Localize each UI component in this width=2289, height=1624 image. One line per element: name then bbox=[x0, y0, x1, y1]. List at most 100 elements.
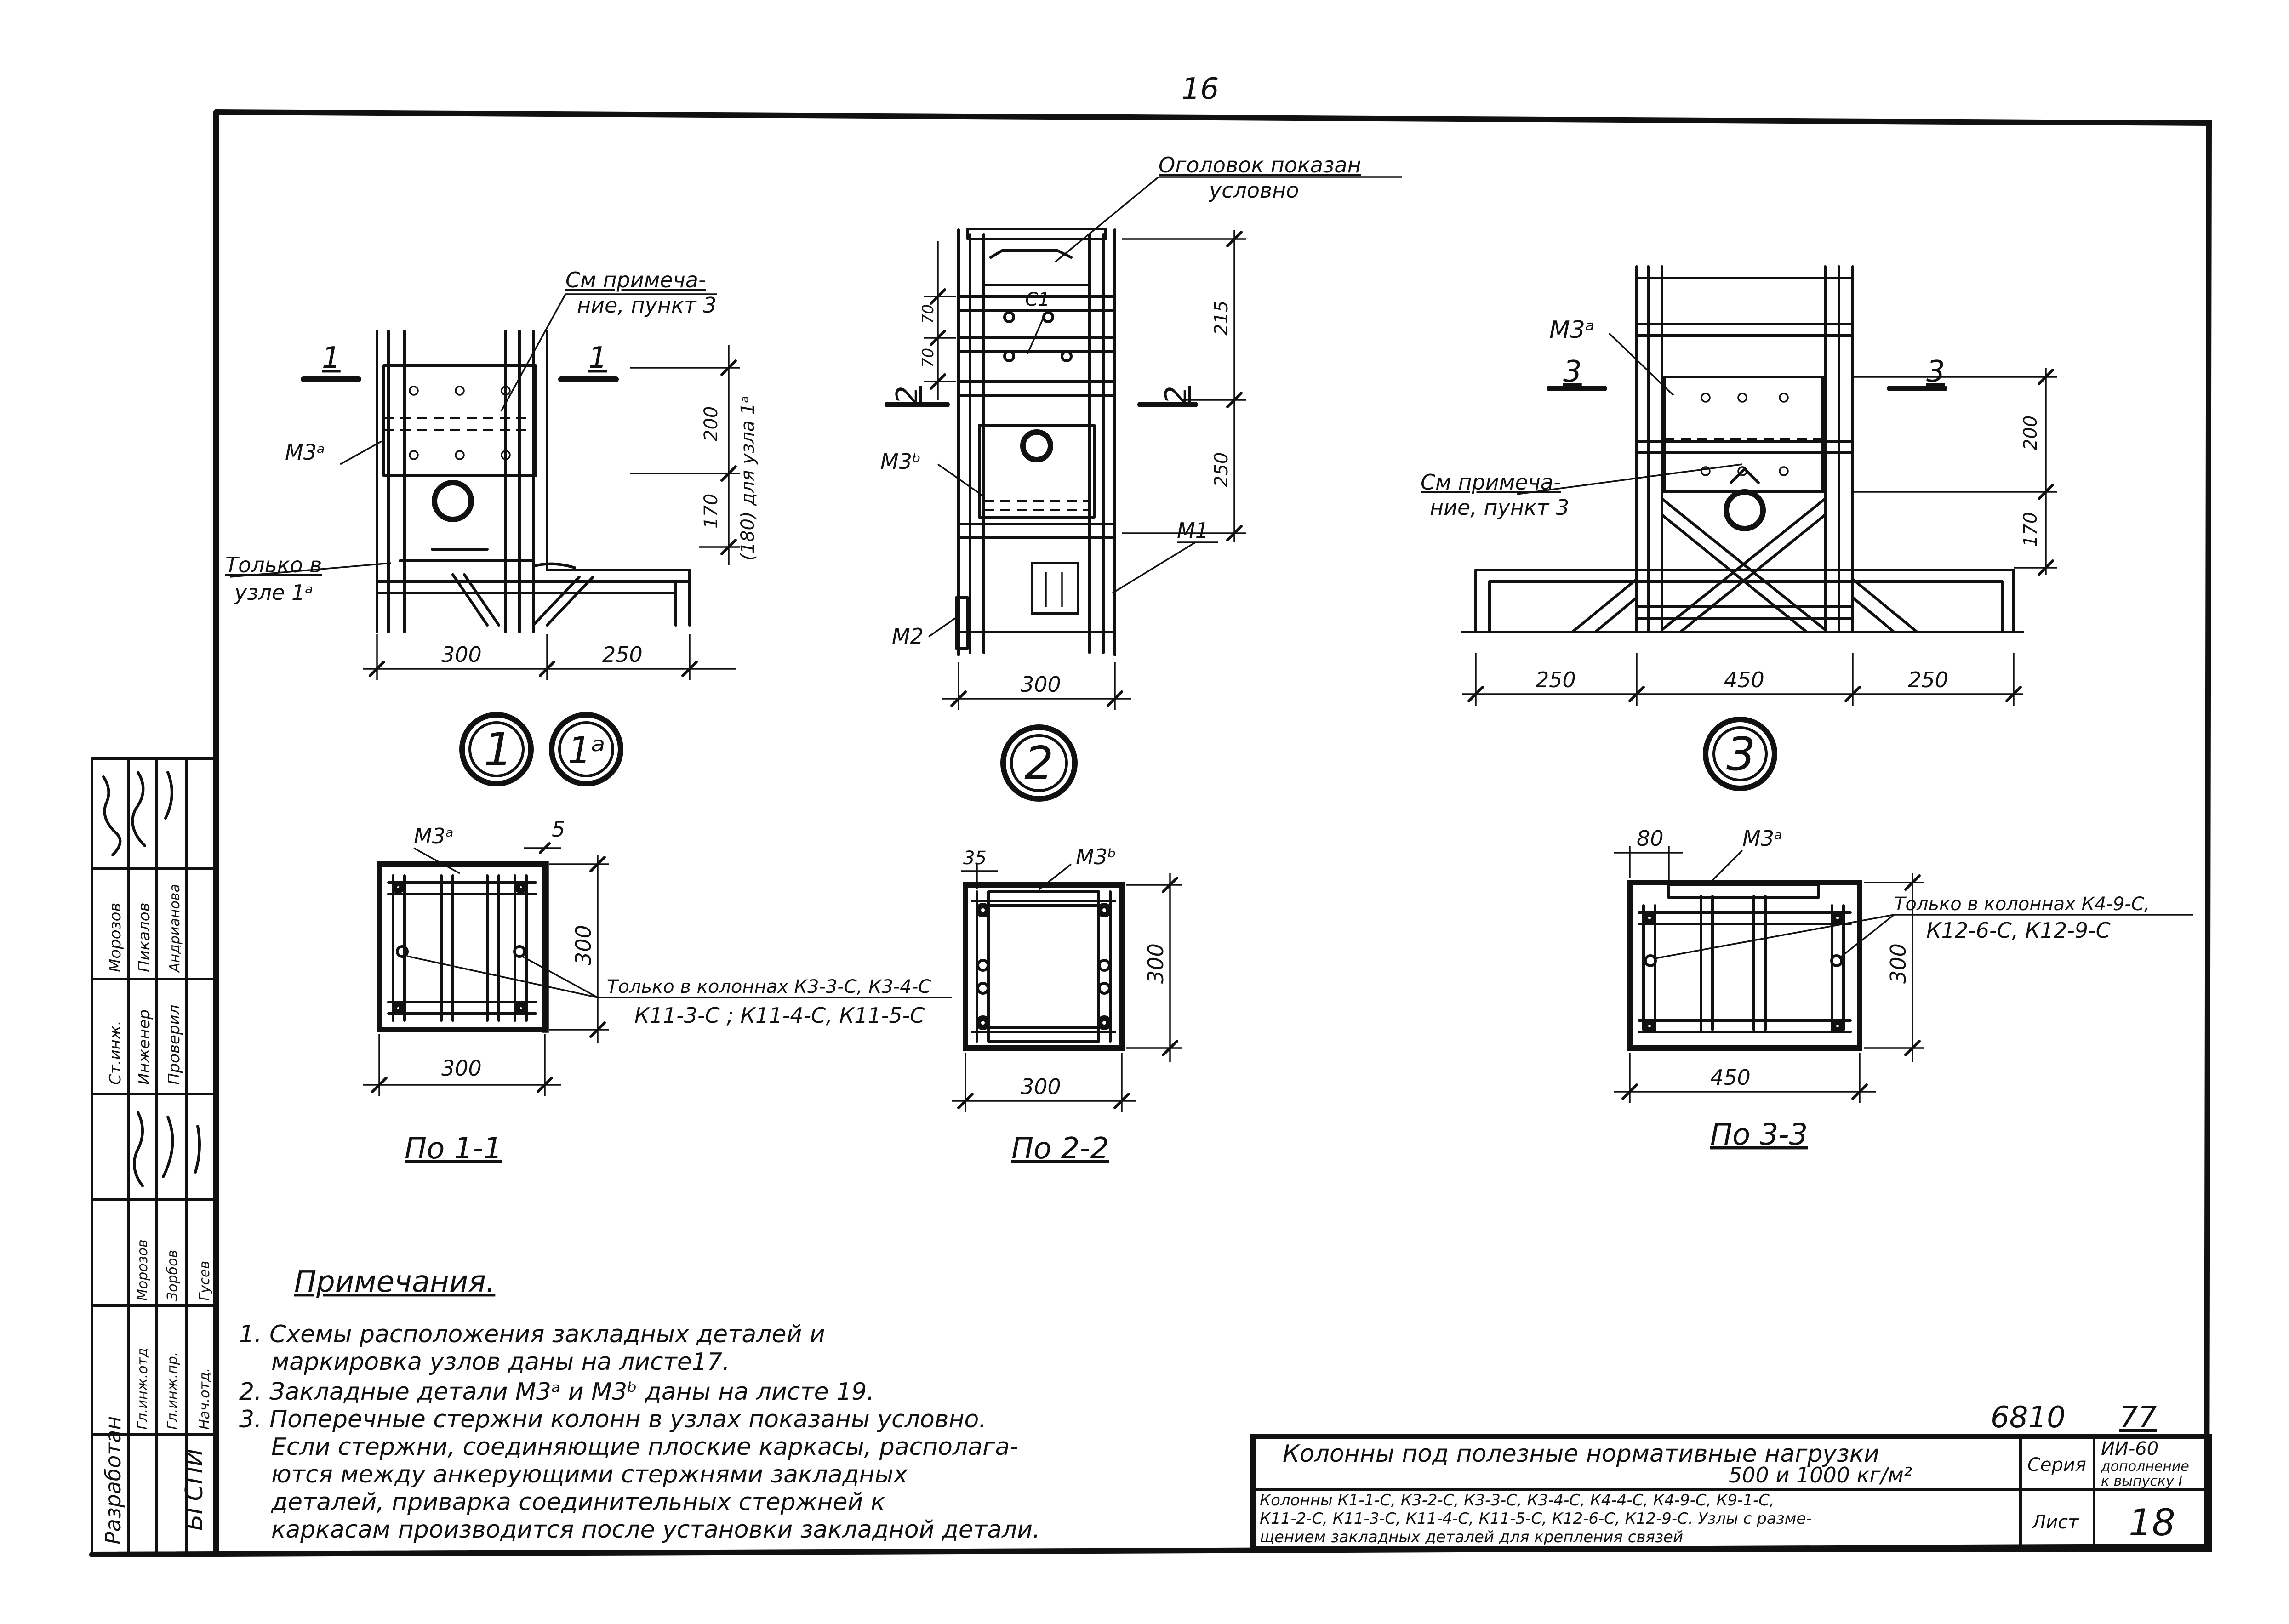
strip-developed: Разработан bbox=[101, 1416, 126, 1544]
section-mark-3-right: 3 bbox=[1926, 355, 1945, 389]
dim-300-node2: 300 bbox=[1021, 672, 1061, 697]
note-line-6: ются между анкерующими стержнями закладн… bbox=[271, 1461, 908, 1488]
node-circle-1 bbox=[459, 712, 534, 786]
section-mark-3-left: 3 bbox=[1563, 355, 1582, 389]
sig-role-2: Гл.инж.пр. bbox=[165, 1352, 181, 1430]
node-1-drawing bbox=[229, 293, 740, 680]
dim-35-view2: 35 bbox=[963, 848, 987, 869]
label-m3a-node1: М3ᵃ bbox=[285, 440, 325, 465]
title-code: 6810 bbox=[1991, 1401, 2066, 1435]
signature-strip bbox=[91, 757, 217, 1555]
callout-see-note-1b: ние, пункт 3 bbox=[577, 293, 716, 318]
callout-only-cols-b1: Только в колоннах К4-9-С, bbox=[1894, 894, 2150, 915]
view-3-3-drawing bbox=[1614, 846, 2193, 1103]
sig-role-3: Нач.отд. bbox=[197, 1368, 213, 1430]
side-name-1: Морозов bbox=[106, 903, 125, 972]
node-circle-1a bbox=[549, 712, 623, 786]
title-desc-2: К11-2-С, К11-3-С, К11-4-С, К11-5-С, К12-… bbox=[1260, 1510, 1812, 1528]
node-2-drawing bbox=[885, 176, 1402, 710]
title-line-1: Колонны под полезные нормативные нагрузк… bbox=[1283, 1440, 1879, 1468]
series-value-2: дополнение bbox=[2101, 1459, 2189, 1475]
callout-only-cols-b2: К12-6-С, К12-9-С bbox=[1926, 918, 2111, 943]
side-role-1: Ст.инж. bbox=[106, 1020, 125, 1085]
dim-300-node1: 300 bbox=[441, 642, 482, 667]
dim-215: 215 bbox=[1211, 301, 1232, 336]
sig-name-3: Гусев bbox=[197, 1261, 213, 1301]
callout-only-cols-a1: Только в колоннах К3-3-С, К3-4-С bbox=[607, 976, 931, 997]
side-role-3: Проверил bbox=[165, 1005, 183, 1085]
title-code-2: 77 bbox=[2119, 1401, 2157, 1435]
note-line-3: 2. Закладные детали М3ᵃ и М3ᵇ даны на ли… bbox=[239, 1378, 874, 1406]
dim-70-a: 70 bbox=[919, 304, 937, 324]
section-mark-1-right: 1 bbox=[588, 341, 607, 375]
note-line-1: 1. Схемы расположения закладных деталей … bbox=[239, 1321, 825, 1348]
callout-see-note-3b: ние, пункт 3 bbox=[1430, 495, 1569, 520]
section-mark-2-right: 2 bbox=[1159, 386, 1193, 405]
view-2-2-drawing bbox=[952, 863, 1182, 1112]
page-number: 16 bbox=[1182, 72, 1219, 106]
node-label-3: 3 bbox=[1726, 727, 1756, 781]
dim-node1a-note: (180) для узла 1ᵃ bbox=[737, 396, 759, 561]
node-label-1a: 1ᵃ bbox=[568, 729, 605, 772]
label-m3b-node2: М3ᵇ bbox=[880, 449, 921, 474]
title-desc-3: щением закладных деталей для крепления с… bbox=[1260, 1528, 1683, 1546]
label-m2: М2 bbox=[892, 624, 924, 649]
node-label-2: 2 bbox=[1024, 736, 1054, 790]
note-line-8: каркасам производится после установки за… bbox=[271, 1516, 1040, 1544]
label-m3a-view1: М3ᵃ bbox=[414, 824, 454, 849]
callout-see-note-1a: См примеча- bbox=[565, 268, 706, 292]
note-line-7: деталей, приварка соединительных стержне… bbox=[271, 1488, 885, 1516]
dim-250-node3-right: 250 bbox=[1908, 667, 1948, 692]
view-title-1-1: По 1-1 bbox=[405, 1132, 502, 1166]
label-m1: М1 bbox=[1177, 518, 1209, 543]
title-line-2: 500 и 1000 кг/м² bbox=[1729, 1463, 1912, 1487]
section-mark-1-left: 1 bbox=[322, 341, 341, 375]
series-value-1: ИИ-60 bbox=[2101, 1438, 2158, 1459]
dim-200-node1: 200 bbox=[701, 406, 722, 441]
label-m3a-view3: М3ᵃ bbox=[1742, 826, 1782, 851]
title-desc-1: Колонны К1-1-С, К3-2-С, К3-3-С, К3-4-С, … bbox=[1260, 1491, 1775, 1510]
label-m3b-view2: М3ᵇ bbox=[1076, 844, 1117, 869]
callout-see-note-3a: См примеча- bbox=[1421, 470, 1561, 495]
dim-250-node1: 250 bbox=[602, 642, 643, 667]
node-circle-3 bbox=[1703, 717, 1777, 791]
side-name-2: Пикалов bbox=[135, 902, 154, 972]
view-1-1-drawing bbox=[363, 842, 952, 1096]
series-label: Серия bbox=[2027, 1454, 2086, 1476]
sheet-value: 18 bbox=[2129, 1501, 2175, 1544]
note-line-5: Если стержни, соединяющие плоские каркас… bbox=[271, 1433, 1018, 1461]
dim-70-b: 70 bbox=[919, 348, 937, 368]
label-s1: С1 bbox=[1025, 289, 1050, 310]
sig-name-2: Зорбов bbox=[165, 1250, 181, 1301]
dim-300-view3-v: 300 bbox=[1886, 943, 1911, 984]
dim-170-node3: 170 bbox=[2020, 512, 2041, 547]
sheet-label: Лист bbox=[2031, 1512, 2079, 1533]
dim-200-node3: 200 bbox=[2020, 416, 2041, 450]
section-mark-2-left: 2 bbox=[890, 386, 925, 405]
callout-only-cols-a2: К11-3-С ; К11-4-С, К11-5-С bbox=[634, 1003, 925, 1028]
note-line-2: маркировка узлов даны на листе17. bbox=[271, 1348, 730, 1376]
callout-only-node-1b: узле 1ᵃ bbox=[234, 580, 313, 605]
note-line-4: 3. Поперечные стержни колонн в узлах пок… bbox=[239, 1406, 987, 1433]
dim-5-view1: 5 bbox=[552, 817, 565, 842]
dim-250-vertical: 250 bbox=[1211, 452, 1232, 487]
dim-300-view2-h: 300 bbox=[1021, 1074, 1061, 1099]
dim-80-view3: 80 bbox=[1637, 826, 1664, 851]
title-block bbox=[1250, 1434, 2212, 1552]
series-value-3: к выпуску I bbox=[2101, 1473, 2182, 1489]
dim-250-node3-left: 250 bbox=[1536, 667, 1576, 692]
dim-170-node1: 170 bbox=[701, 494, 722, 529]
dim-300-view2-v: 300 bbox=[1143, 943, 1168, 984]
dim-450-view3: 450 bbox=[1710, 1065, 1751, 1090]
callout-only-node-1a: Только в bbox=[225, 553, 322, 577]
sig-name-1: Морозов bbox=[135, 1239, 151, 1301]
node-3-drawing bbox=[1461, 265, 2057, 706]
callout-header-shown-2: условно bbox=[1208, 178, 1299, 203]
node-circle-2 bbox=[1000, 724, 1078, 802]
side-name-3: Андрианова bbox=[167, 884, 183, 973]
view-title-3-3: По 3-3 bbox=[1710, 1118, 1808, 1152]
sig-role-1: Гл.инж.отд bbox=[135, 1348, 151, 1430]
dim-450-node3: 450 bbox=[1724, 667, 1764, 692]
dim-300-view1-v: 300 bbox=[571, 925, 596, 965]
label-m3a-node3: М3ᵃ bbox=[1549, 316, 1594, 344]
